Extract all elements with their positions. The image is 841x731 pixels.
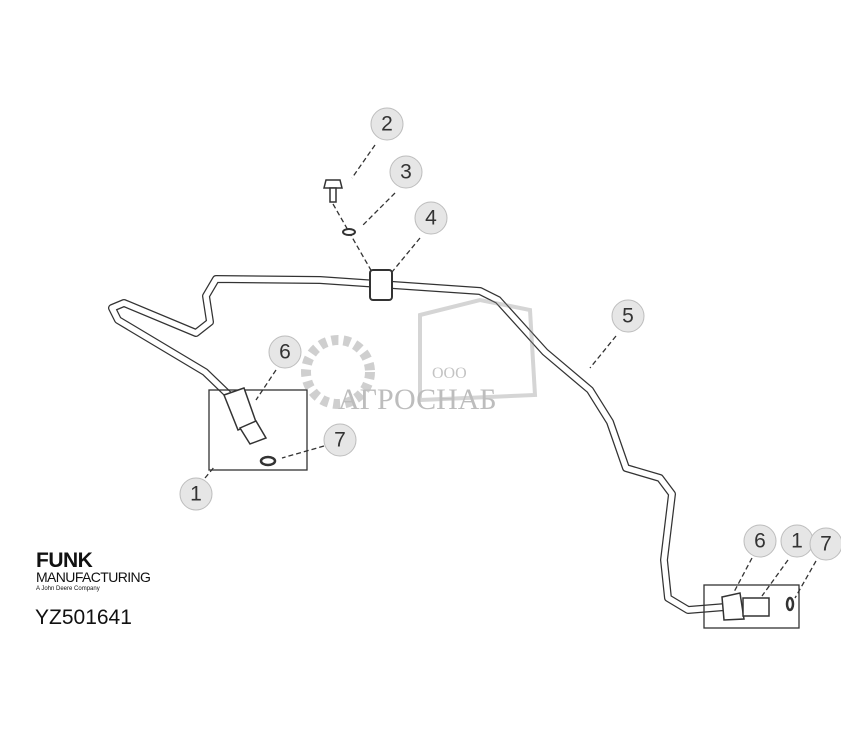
callout-4: 4: [414, 201, 448, 235]
callout-1-right: 1: [780, 524, 814, 558]
callout-7-left: 7: [323, 423, 357, 457]
funk-logo: FUNK MANUFACTURING A John Deere Company: [36, 549, 151, 593]
leader-lines: [204, 144, 817, 599]
washer: [342, 228, 356, 236]
fitting-right: [721, 592, 770, 621]
watermark-agrosnab: ООО АГРОСНАБ: [301, 297, 538, 416]
part-number: YZ501641: [35, 606, 132, 629]
callout-5: 5: [611, 299, 645, 333]
svg-text:1: 1: [791, 530, 803, 553]
logo-brand: FUNK: [36, 549, 93, 572]
callout-3: 3: [389, 155, 423, 189]
callout-2: 2: [370, 107, 404, 141]
callout-1-left: 1: [179, 477, 213, 511]
clamp: [369, 269, 393, 301]
svg-text:6: 6: [754, 530, 766, 553]
logo-manufacturing: MANUFACTURING: [36, 569, 151, 585]
hydraulic-tube: [108, 275, 729, 614]
logo-tagline: A John Deere Company: [36, 586, 100, 592]
svg-text:1: 1: [190, 483, 202, 506]
svg-text:7: 7: [334, 429, 346, 452]
svg-text:6: 6: [279, 341, 291, 364]
watermark-prefix: ООО: [432, 365, 467, 382]
svg-text:4: 4: [425, 207, 437, 230]
assembly-line: [332, 203, 373, 273]
callout-6-right: 6: [743, 524, 777, 558]
callout-7-right: 7: [809, 527, 841, 561]
o-ring-left: [259, 455, 277, 467]
fitting-left: [223, 387, 268, 445]
svg-text:7: 7: [820, 533, 832, 556]
svg-text:5: 5: [622, 305, 634, 328]
detail-box-left: [208, 389, 308, 471]
svg-text:3: 3: [400, 161, 412, 184]
bolt: [323, 179, 343, 203]
o-ring-right: [785, 596, 795, 612]
svg-text:2: 2: [381, 113, 393, 136]
watermark-name: АГРОСНАБ: [338, 383, 497, 416]
callout-6-left: 6: [268, 335, 302, 369]
detail-box-right: [703, 584, 800, 629]
